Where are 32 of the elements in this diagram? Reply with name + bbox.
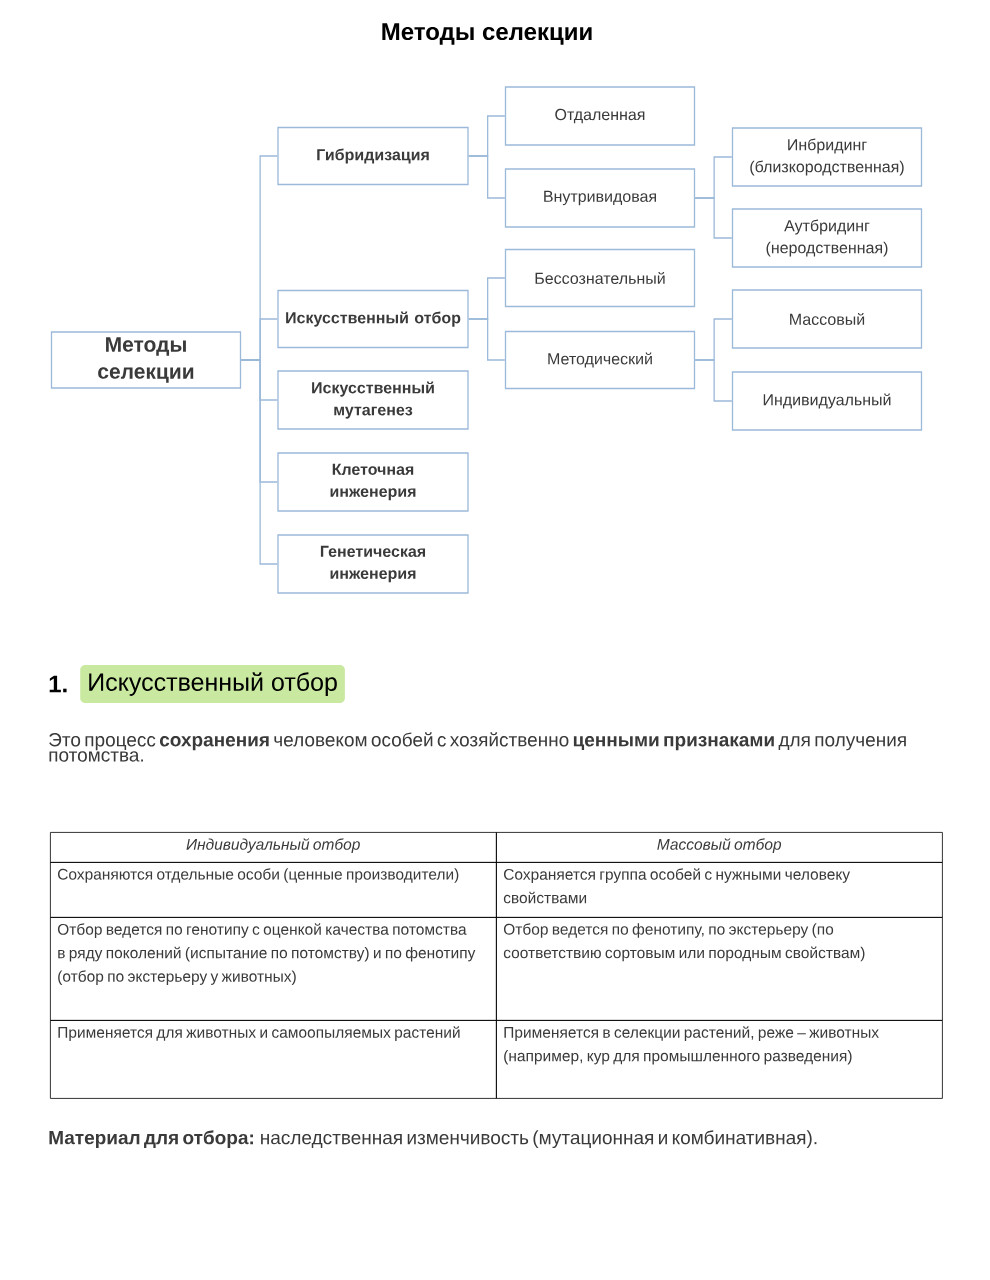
method-box: Инбридинг (близкородственная) <box>731 127 923 187</box>
connector <box>694 359 733 402</box>
method-box: Внутривидовая <box>504 168 696 228</box>
connector <box>240 359 278 565</box>
method-box: Массовый <box>731 289 923 349</box>
root-box: Методы селекции <box>50 331 242 389</box>
table-header-cell: Индивидуальный отбор <box>50 832 497 863</box>
connector <box>468 318 506 361</box>
method-box: Гибридизация <box>277 126 469 186</box>
method-box: Искусственный мутагенез <box>277 370 469 430</box>
highlighted-heading: Искусственный отбор <box>80 665 345 703</box>
method-box: Методический <box>504 330 696 390</box>
table-header-cell: Массовый отбор <box>496 832 943 863</box>
method-box: Генетическая инженерия <box>277 534 469 594</box>
method-box: Аутбридинг (неродственная) <box>731 208 923 268</box>
connector <box>468 155 506 199</box>
table-cell: Применяется для животных и самоопыляемых растений <box>50 1020 497 1099</box>
method-box: Отдаленная <box>504 86 696 146</box>
section-number: 1. <box>49 675 67 693</box>
table-cell: Сохраняются отдельные особи (ценные производители) <box>50 862 497 918</box>
method-box: Искусственный отбор <box>277 289 469 349</box>
page-title: Методы селекции <box>382 23 592 45</box>
method-box: Индивидуальный <box>731 371 923 431</box>
method-box: Бессознательный <box>504 248 696 308</box>
table-cell: Сохраняется группа особей с нужными человеку свойствами <box>496 862 943 918</box>
paragraph: Материал для отбора: наследственная изменчивость (мутационная и комбинативная). <box>49 1130 817 1149</box>
method-box: Клеточная инженерия <box>277 452 469 512</box>
connector <box>694 197 733 239</box>
table-cell: Отбор ведется по генотипу с оценкой качества потомства в ряду поколений (испытание по потомству) и по фенотипу (отбор по экстерьеру у животных) <box>50 917 497 1021</box>
table-cell: Отбор ведется по фенотипу, по экстерьеру (по соответствию сортовым или породным свойствам) <box>496 917 943 1021</box>
paragraph: Это процесс сохранения человеком особей с хозяйственно ценными признаками для получения потомства. <box>49 732 906 762</box>
table-cell: Применяется в селекции растений, реже – животных (например, кур для промышленного разведения) <box>496 1020 943 1099</box>
